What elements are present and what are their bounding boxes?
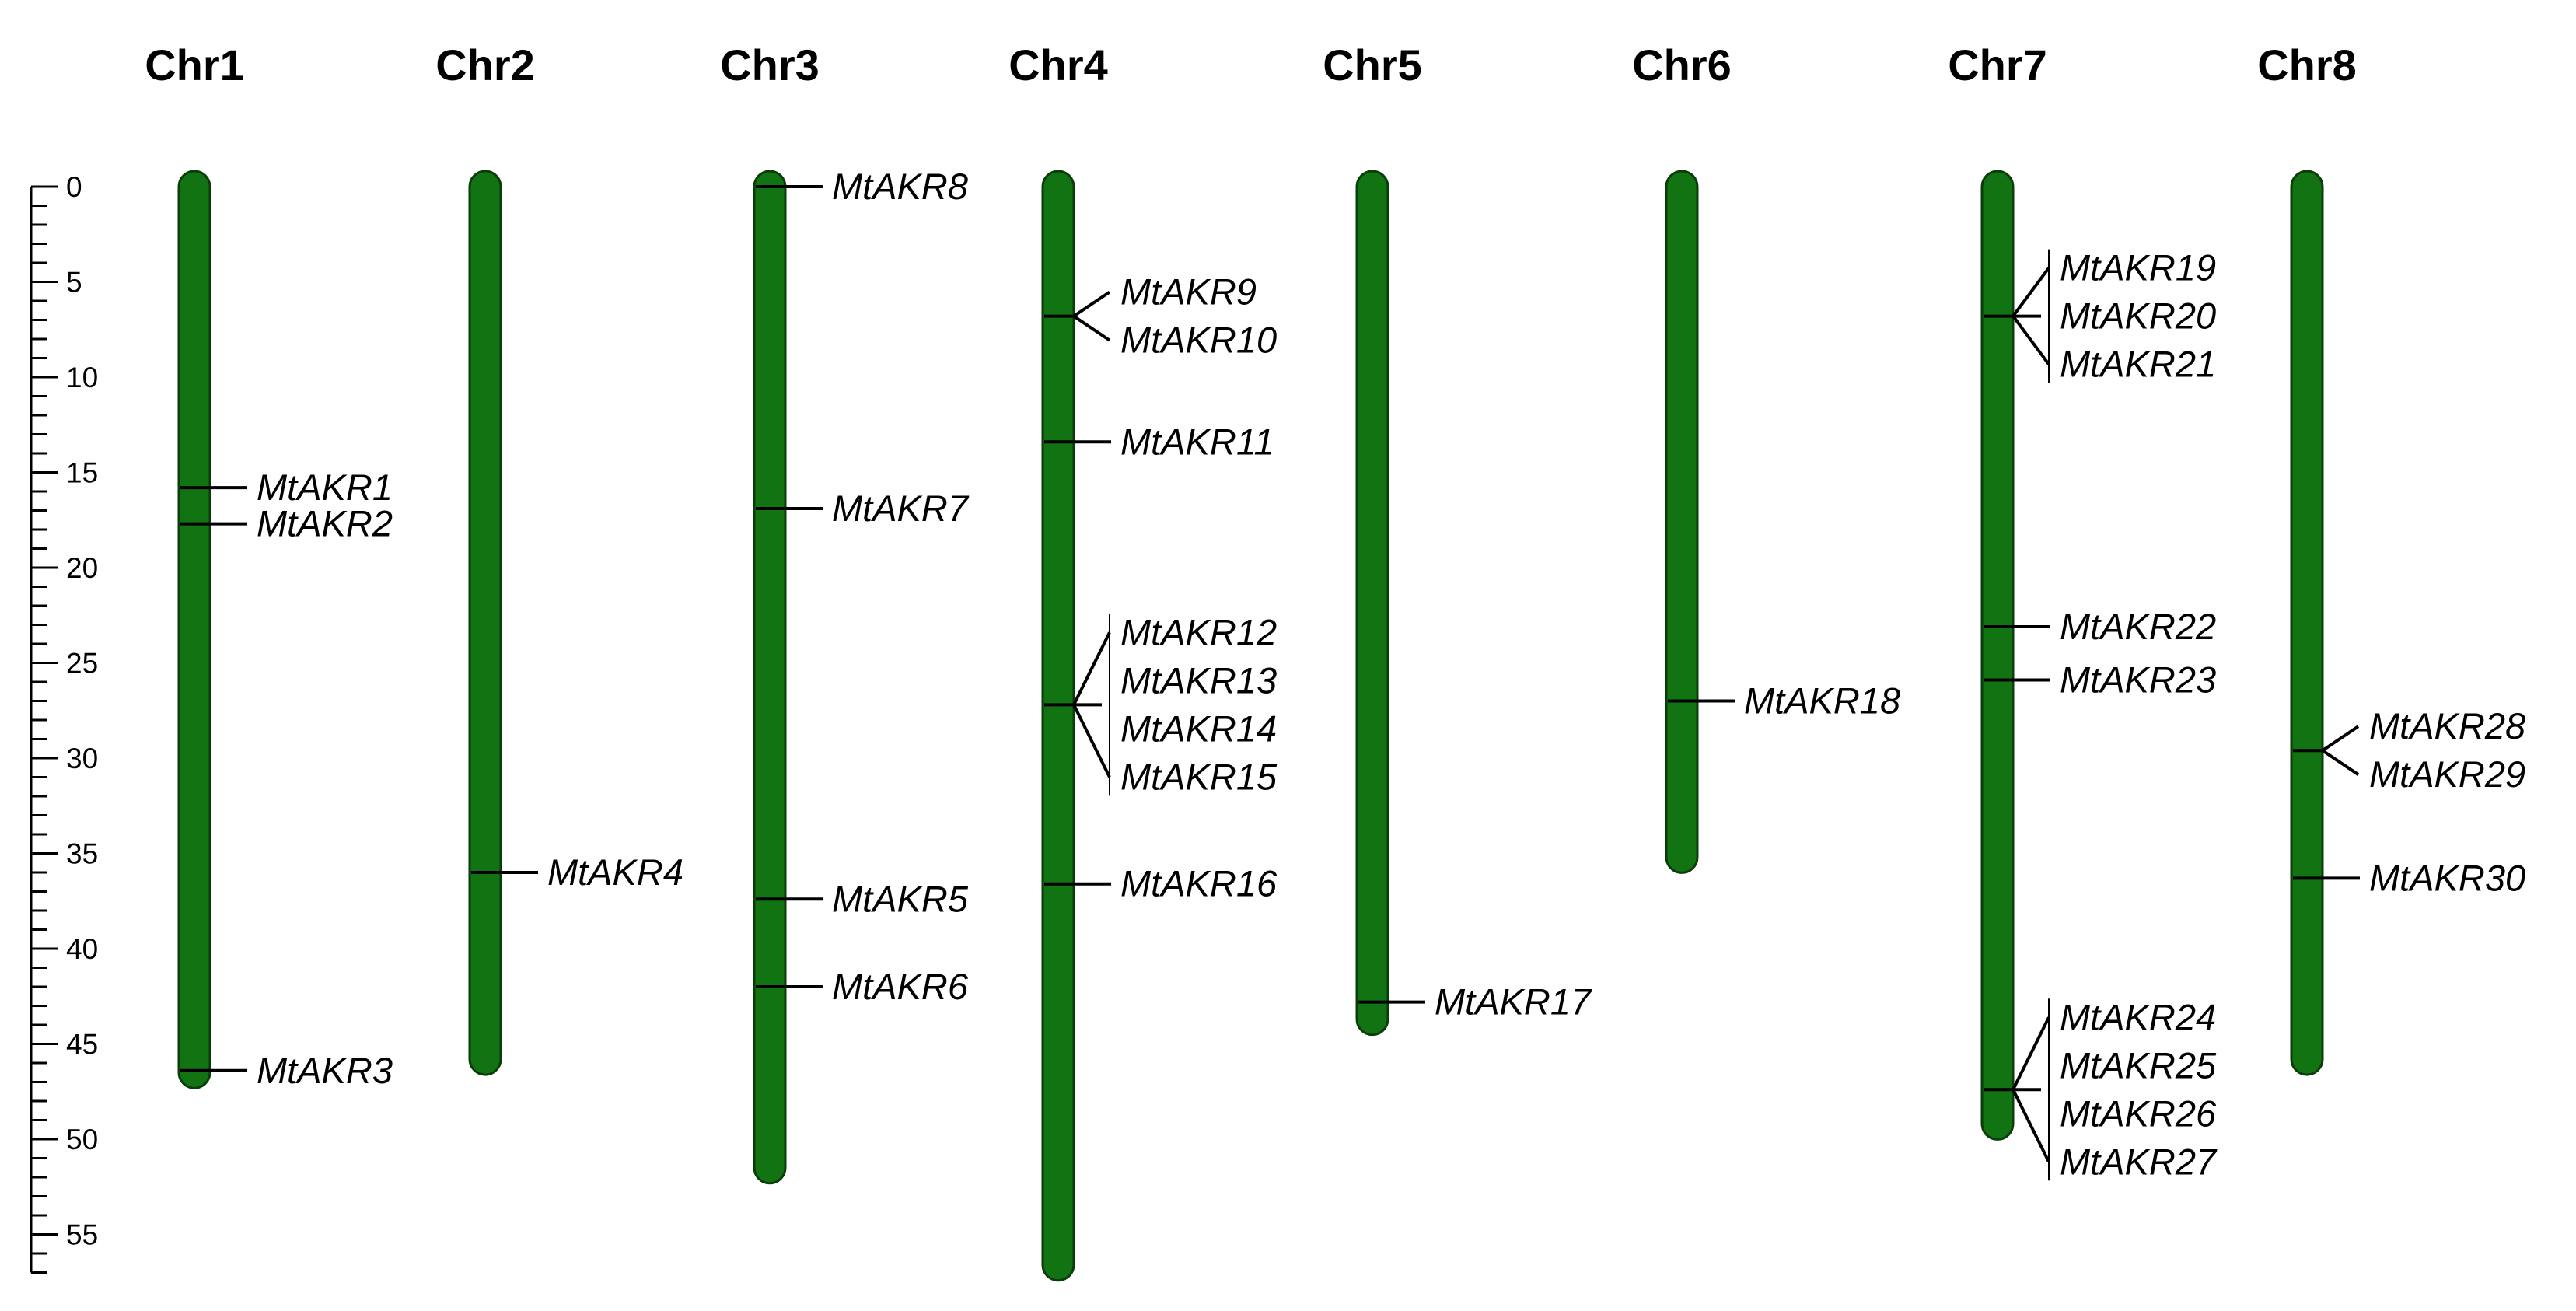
axis-tick-label: 35 bbox=[66, 838, 98, 870]
gene-label: MtAKR20 bbox=[2060, 295, 2216, 337]
gene-label: MtAKR13 bbox=[1120, 659, 1277, 701]
gene-label: MtAKR7 bbox=[832, 488, 970, 529]
chromosome-chr4: Chr4MtAKR9MtAKR10MtAKR11MtAKR12MtAKR13Mt… bbox=[1008, 40, 1278, 1282]
gene-label: MtAKR24 bbox=[2060, 996, 2216, 1037]
gene-label: MtAKR1 bbox=[257, 467, 393, 508]
position-axis: 0 5 10 15 20 25 30 35 40 45 50 55 bbox=[30, 171, 98, 1274]
gene-label: MtAKR16 bbox=[1120, 863, 1278, 904]
gene-label: MtAKR17 bbox=[1435, 981, 1592, 1023]
gene-label: MtAKR28 bbox=[2369, 705, 2525, 746]
gene-link bbox=[2012, 315, 2050, 365]
axis-tick-label: 5 bbox=[66, 267, 82, 299]
gene-label: MtAKR8 bbox=[832, 166, 968, 207]
gene-label: MtAKR18 bbox=[1744, 680, 1900, 722]
gene-label: MtAKR10 bbox=[1120, 320, 1277, 361]
chromosome-bar bbox=[1041, 170, 1075, 1282]
gene-link bbox=[1072, 704, 1111, 778]
gene-label: MtAKR15 bbox=[1120, 756, 1278, 797]
gene-label: MtAKR4 bbox=[547, 851, 683, 893]
axis-tick-label: 15 bbox=[66, 457, 98, 489]
gene-link bbox=[1072, 290, 1111, 318]
gene-link bbox=[2321, 749, 2360, 776]
chromosome-bar bbox=[468, 170, 502, 1076]
axis-tick-label: 20 bbox=[66, 552, 98, 584]
axis-tick-label: 45 bbox=[66, 1029, 98, 1061]
gene-label: MtAKR21 bbox=[2060, 344, 2216, 385]
gene-label: MtAKR22 bbox=[2060, 606, 2216, 647]
gene-label: MtAKR19 bbox=[2060, 247, 2216, 288]
gene-link bbox=[2321, 725, 2360, 752]
gene-label: MtAKR5 bbox=[832, 878, 969, 919]
gene-link bbox=[1072, 314, 1111, 342]
gene-label: MtAKR25 bbox=[2060, 1044, 2217, 1086]
chromosome-title: Chr5 bbox=[1323, 40, 1422, 89]
gene-label: MtAKR30 bbox=[2369, 857, 2525, 898]
chromosome-bar bbox=[1665, 170, 1699, 874]
chromosomes: Chr1MtAKR1MtAKR2MtAKR3Chr2MtAKR4Chr3MtAK… bbox=[145, 40, 2525, 1282]
axis-tick-label: 50 bbox=[66, 1124, 98, 1155]
gene-link bbox=[2012, 267, 2050, 317]
chromosome-title: Chr2 bbox=[435, 40, 535, 89]
chromosome-title: Chr7 bbox=[1948, 40, 2047, 89]
chromosome-chr7: Chr7MtAKR19MtAKR20MtAKR21MtAKR22MtAKR23M… bbox=[1948, 40, 2218, 1182]
gene-label: MtAKR11 bbox=[1120, 421, 1274, 462]
gene-link bbox=[2012, 1016, 2050, 1091]
chromosome-title: Chr4 bbox=[1008, 40, 1108, 89]
gene-label: MtAKR14 bbox=[1120, 708, 1277, 749]
chromosome-bar bbox=[753, 170, 787, 1185]
axis-tick-label: 0 bbox=[66, 171, 82, 203]
axis-tick-label: 10 bbox=[66, 362, 98, 393]
chromosome-title: Chr3 bbox=[720, 40, 820, 89]
axis-tick-label: 40 bbox=[66, 933, 98, 965]
gene-label: MtAKR29 bbox=[2369, 753, 2525, 795]
axis-tick-label: 55 bbox=[66, 1219, 98, 1251]
gene-label: MtAKR26 bbox=[2060, 1092, 2217, 1134]
gene-label: MtAKR12 bbox=[1120, 611, 1277, 652]
gene-label: MtAKR2 bbox=[257, 503, 393, 544]
gene-link bbox=[2012, 1089, 2050, 1163]
chromosome-bar bbox=[2290, 170, 2324, 1076]
axis-tick-label: 25 bbox=[66, 648, 98, 680]
gene-label: MtAKR9 bbox=[1120, 271, 1257, 313]
chromosome-bar bbox=[177, 170, 211, 1089]
chromosome-title: Chr1 bbox=[145, 40, 244, 89]
chromosome-bar bbox=[1355, 170, 1389, 1037]
gene-label: MtAKR3 bbox=[257, 1050, 393, 1091]
chromosome-title: Chr8 bbox=[2257, 40, 2357, 89]
gene-label: MtAKR27 bbox=[2060, 1141, 2218, 1182]
chromosome-bar bbox=[1980, 170, 2015, 1141]
chromosome-title: Chr6 bbox=[1632, 40, 1732, 89]
axis-tick-label: 30 bbox=[66, 743, 98, 774]
gene-link bbox=[1072, 631, 1111, 706]
gene-label: MtAKR23 bbox=[2060, 659, 2216, 701]
gene-label: MtAKR6 bbox=[832, 966, 969, 1007]
